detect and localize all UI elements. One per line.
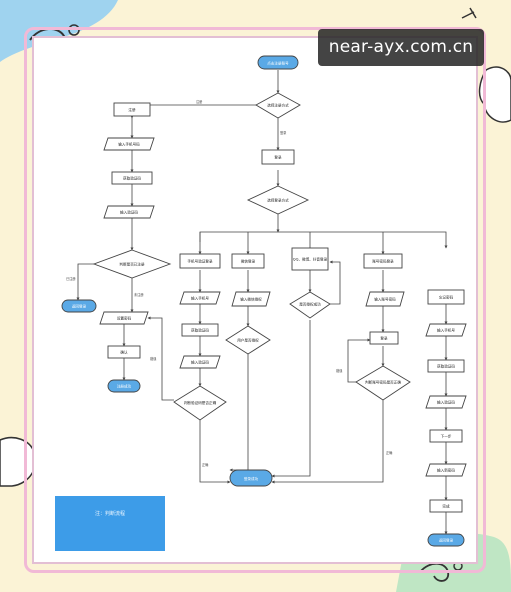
nodes — [61, 55, 467, 547]
pink-frame — [24, 27, 486, 573]
select-method-label: 选择登录方式 — [267, 198, 289, 203]
registered-decision-label: 判断是否已注册 — [119, 262, 145, 267]
edge-labels: 注册 登录 已注册 未注册 正确 错误 正确 错误 — [66, 99, 392, 467]
third-check-decision — [289, 291, 331, 319]
get-code-box — [111, 171, 153, 185]
forgot-code-input — [425, 395, 467, 409]
node-labels: 点击注册账号 选择注册方式 登录 选择登录方式 注册 输入手机号码 获取验证码 … — [72, 61, 456, 543]
method-phone-label: 手机号验证登录 — [187, 259, 213, 264]
pwd-input — [365, 291, 405, 307]
edge-register-label: 注册 — [196, 99, 203, 104]
wechat-check-label: 用户是否授权 — [237, 338, 259, 343]
method-phone-box — [179, 253, 221, 269]
enter-phone-input — [103, 137, 155, 151]
registered-decision — [92, 249, 172, 279]
enter-code-label: 输入验证码 — [120, 210, 138, 215]
choose-mode-label: 选择注册方式 — [267, 103, 289, 108]
phone-input-label: 输入手机号 — [191, 296, 209, 301]
end-node — [229, 469, 273, 487]
email-box-label: 登录 — [274, 155, 282, 160]
next-label: 下一步 — [441, 434, 452, 439]
watermark-label: near-ayx.com.cn — [318, 29, 484, 66]
forgot-phone-input — [425, 323, 467, 337]
start-label: 点击注册账号 — [267, 61, 289, 66]
wechat-auth-label: 输入微信授权 — [240, 297, 262, 302]
phone-code-box — [181, 323, 219, 337]
set-password-label: 设置密码 — [117, 316, 132, 321]
note-box: 注：判断流程 — [55, 496, 165, 551]
phone-code-label: 获取验证码 — [191, 328, 209, 333]
phone-check-label: 判断验证码是否正确 — [184, 400, 217, 405]
get-code-label: 获取验证码 — [123, 176, 141, 181]
pwd-check-label: 判断账号密码是否正确 — [365, 380, 401, 385]
back-to-login-label: 返回登录 — [72, 304, 87, 309]
pwd-check-decision — [355, 365, 411, 401]
edge-success-label: 正确 — [202, 462, 208, 467]
edge-fail-label: 错误 — [150, 356, 157, 361]
method-password-box — [363, 253, 403, 269]
forgot-code-input-label: 输入验证码 — [437, 400, 455, 405]
phone-check-decision — [173, 385, 227, 421]
forgot-code-label: 获取验证码 — [437, 364, 455, 369]
phone-input — [179, 291, 221, 305]
pwd-login-label: 登录 — [380, 336, 388, 341]
forgot-phone-label: 输入手机号 — [437, 328, 455, 333]
edge-registered-label: 已注册 — [66, 276, 76, 281]
method-third-label: QQ、微博、抖音登录 — [293, 257, 328, 262]
enter-code-input — [103, 205, 155, 219]
phone-register-box — [113, 102, 151, 117]
edge-pwd-fail-label: 错误 — [336, 368, 343, 373]
dot-icon — [68, 24, 80, 36]
new-password-input — [425, 463, 467, 477]
back-to-login-node — [61, 299, 97, 313]
confirm-label: 确认 — [120, 350, 128, 355]
wechat-auth-input — [231, 291, 271, 307]
pwd-input-label: 输入账号密码 — [374, 297, 396, 302]
register-success-label: 注册成功 — [117, 384, 132, 389]
back-login-label: 返回登录 — [439, 538, 454, 543]
method-wechat-box — [231, 253, 265, 269]
set-password-input — [99, 311, 149, 325]
phone-register-label: 注册 — [128, 107, 136, 112]
done-label: 完成 — [442, 504, 450, 509]
end-label: 登录成功 — [244, 476, 259, 481]
forgot-code-box — [427, 359, 465, 373]
phone-code-input — [179, 355, 221, 369]
phone-code-input-label: 输入验证码 — [191, 360, 209, 365]
wechat-check-decision — [225, 325, 271, 355]
cloud-right-shape — [478, 66, 511, 123]
choose-mode-decision — [255, 92, 301, 119]
pwd-login-box — [369, 331, 399, 345]
sparkle-icon — [461, 7, 477, 19]
done-box — [429, 499, 463, 513]
select-method-decision — [246, 185, 310, 215]
forgot-box — [427, 289, 465, 305]
edge-pwd-success-label: 正确 — [386, 450, 392, 455]
confirm-box — [107, 345, 141, 359]
email-box — [261, 149, 295, 165]
forgot-label: 忘记密码 — [439, 295, 454, 300]
start-node — [257, 55, 299, 70]
edge-login-label: 登录 — [280, 130, 287, 135]
enter-phone-label: 输入手机号码 — [118, 142, 140, 147]
method-third-box — [291, 247, 329, 271]
third-check-label: 是否授权成功 — [299, 302, 321, 307]
register-success-node — [107, 379, 141, 393]
new-password-label: 输入新密码 — [437, 468, 455, 473]
method-wechat-label: 微信登录 — [241, 259, 256, 264]
back-login-node — [427, 533, 465, 547]
edge-not-registered-label: 未注册 — [134, 292, 144, 297]
next-box — [429, 429, 463, 443]
method-password-label: 账号密码登录 — [372, 259, 394, 264]
